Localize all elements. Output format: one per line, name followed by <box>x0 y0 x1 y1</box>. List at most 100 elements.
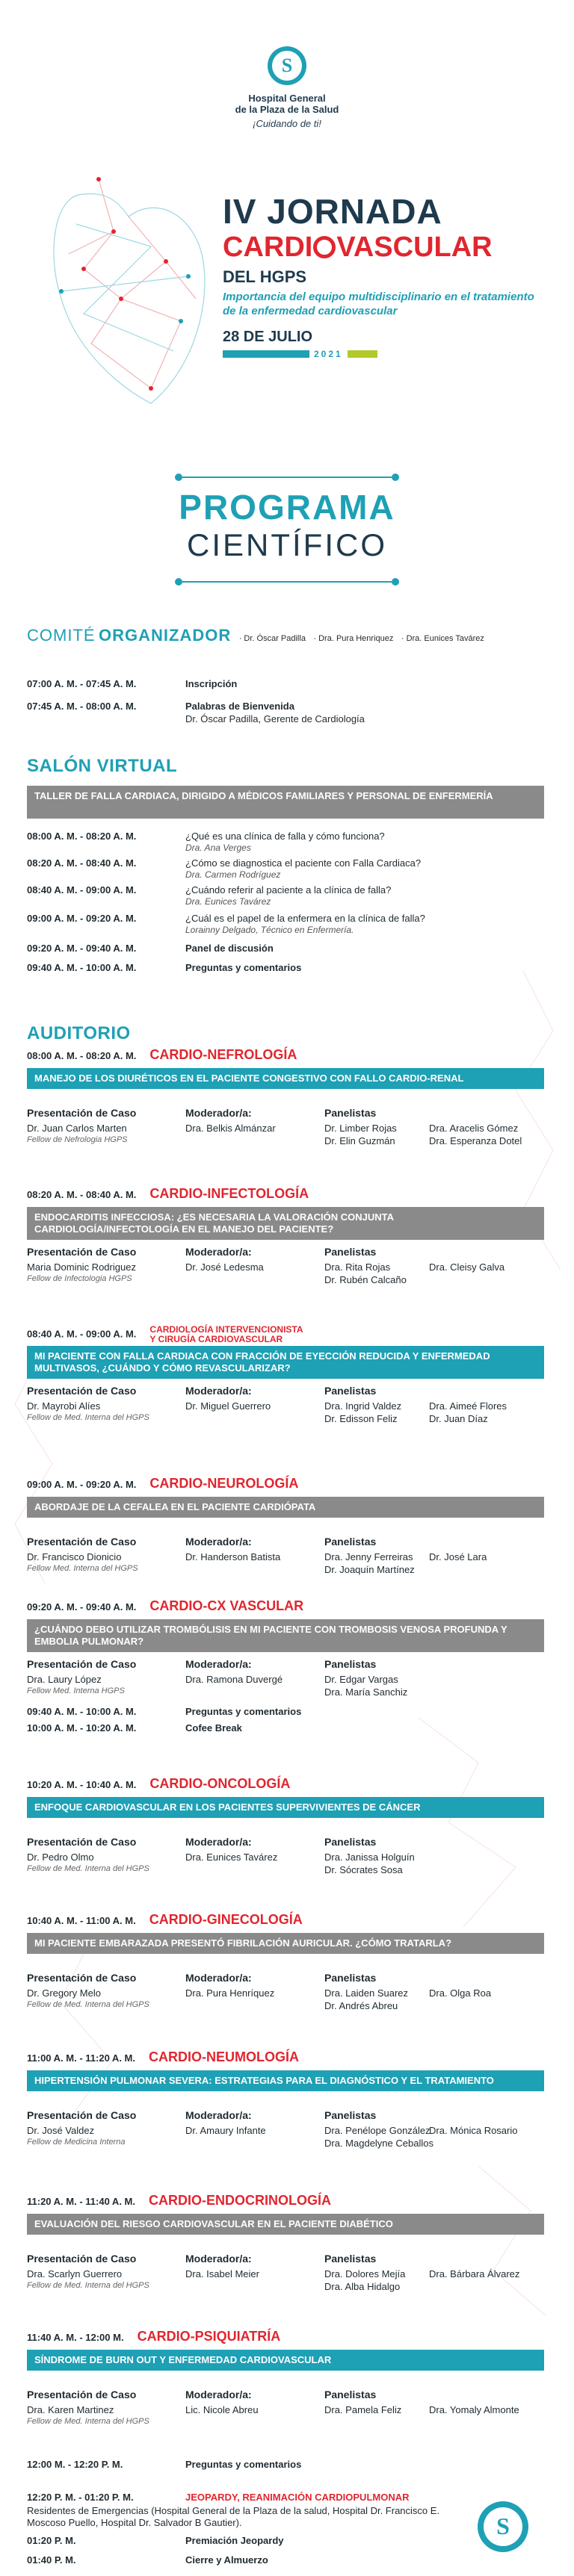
block-time: 08:40 A. M. - 09:00 A. M. <box>27 1328 137 1340</box>
case-presenter: Dra. Laury López <box>27 1674 102 1685</box>
row-time: 08:20 A. M. - 08:40 A. M. <box>27 857 137 869</box>
moderator-column: Moderador/a:Dra. Pura Henríquez <box>185 1972 274 1999</box>
panel-heading: Panelistas <box>324 1385 377 1397</box>
row-time: 01:40 P. M. <box>27 2554 76 2566</box>
comite-label-bold: ORGANIZADOR <box>99 626 232 645</box>
block-header: 10:20 A. M. - 10:40 A. M.CARDIO-ONCOLOGÍ… <box>27 1776 290 1792</box>
block-category: CARDIO-CX VASCULAR <box>149 1598 303 1613</box>
panel-heading: Panelistas <box>324 1536 377 1548</box>
panelist-name: Dr. Edgar Vargas <box>324 1674 398 1685</box>
moderator-heading: Moderador/a: <box>185 1972 252 1984</box>
event-date: 28 DE JULIO <box>223 329 313 345</box>
panelist-name: Dra. Rita Rojas <box>324 1261 391 1273</box>
programa-divider-top <box>182 477 392 478</box>
heart-o-icon <box>313 236 336 258</box>
category-name: PSIQUIATRÍA <box>194 2329 281 2344</box>
moderator-name: Dr. Handerson Batista <box>185 1551 281 1562</box>
panelist-name: Dra. Magdelyne Ceballos <box>324 2138 433 2149</box>
row-activity: Inscripción <box>185 678 238 689</box>
moderator-name: Dra. Isabel Meier <box>185 2268 259 2279</box>
panel-heading: Panelistas <box>324 1836 377 1848</box>
row-time: 08:00 A. M. - 08:20 A. M. <box>27 831 137 842</box>
panelist-name: Dra. Jenny Ferreiras <box>324 1551 413 1562</box>
panelist-name <box>324 2416 429 2429</box>
comite-label: COMITÉ <box>27 626 96 645</box>
moderator-column: Moderador/a: Dra. Isabel Meier <box>185 2253 259 2280</box>
panelist-name: Dra. Aracelis Gómez <box>429 1123 519 1134</box>
case-presenter: Dr. Pedro Olmo <box>27 1852 94 1863</box>
block-category: CARDIO-ENDOCRINOLOGÍA <box>149 2193 331 2208</box>
row-time: 12:00 M. - 12:20 P. M. <box>27 2459 123 2470</box>
category-prefix: CARDIO- <box>148 2049 206 2064</box>
date-bar-right <box>347 350 377 358</box>
svg-text:S: S <box>282 55 292 76</box>
block-category: CARDIO-GINECOLOGÍA <box>149 1912 303 1927</box>
block-header: 08:40 A. M. - 09:00 A. M.CARDIOLOGÍA INT… <box>27 1325 303 1344</box>
block-header: 09:20 A. M. - 09:40 A. M.CARDIO-CX VASCU… <box>27 1598 303 1614</box>
panelist-name: Dr. Rubén Calcaño <box>324 1274 407 1285</box>
moderator-heading: Moderador/a: <box>185 1836 252 1848</box>
panelist-name: Dr. Juan Díaz <box>429 1413 488 1424</box>
panelist-name <box>429 2137 541 2150</box>
row-activity: ¿Cómo se diagnostica el paciente con Fal… <box>185 857 422 869</box>
panelist-name: Dra. Laiden Suarez <box>324 1987 409 1999</box>
block-header: 11:40 A. M. - 12:00 M.CARDIO-PSIQUIATRÍA <box>27 2329 280 2344</box>
moderator-name: Dra. Eunices Tavárez <box>185 1852 278 1863</box>
row-time: 12:20 P. M. - 01:20 P. M. <box>27 2492 134 2503</box>
row-time: 07:00 A. M. - 07:45 A. M. <box>27 678 137 689</box>
panelist-name: Dra. Aimeé Flores <box>429 1400 507 1412</box>
panel-heading: Panelistas <box>324 2109 377 2121</box>
case-heading: Presentación de Caso <box>27 2109 137 2121</box>
jeopardy-desc: Residentes de Emergencias (Hospital Gene… <box>27 2505 440 2528</box>
row-activity: Preguntas y comentarios <box>185 2459 302 2470</box>
panelist-name <box>429 1686 541 1698</box>
case-heading: Presentación de Caso <box>27 1972 137 1984</box>
panelist-name: Dra. Cleisy Galva <box>429 1261 505 1273</box>
programa-subtitle: CIENTÍFICO <box>187 527 387 562</box>
case-heading: Presentación de Caso <box>27 2389 137 2400</box>
panelist-name <box>429 1999 541 2012</box>
row-time: 09:40 A. M. - 10:00 A. M. <box>27 1706 137 1717</box>
moderator-heading: Moderador/a: <box>185 1536 252 1548</box>
category-prefix: CARDIO- <box>148 2193 206 2208</box>
panelist-name <box>429 1673 541 1686</box>
programa-title: PROGRAMA <box>179 488 395 527</box>
panelist-name <box>429 1563 541 1576</box>
moderator-heading: Moderador/a: <box>185 1385 252 1397</box>
category-prefix: CARDIO- <box>149 1047 208 1062</box>
date-bar-left <box>223 350 309 358</box>
case-presenter: Dr. Francisco Dionicio <box>27 1551 122 1562</box>
case-presenter: Dr. Gregory Melo <box>27 1987 101 1999</box>
moderator-column: Moderador/a:Dr. Amaury Infante <box>185 2109 266 2137</box>
moderator-column: Moderador/a:Dr. José Ledesma <box>185 1246 264 1273</box>
moderator-heading: Moderador/a: <box>185 1107 252 1119</box>
category-prefix: CARDIO- <box>149 1598 208 1613</box>
moderator-heading: Moderador/a: <box>185 2253 252 2265</box>
case-presenter: Dra. Scarlyn Guerrero <box>27 2268 123 2279</box>
moderator-name: Dr. Miguel Guerrero <box>185 1400 271 1412</box>
jeopardy-title: JEOPARDY, REANIMACIÓN CARDIOPULMONAR <box>185 2492 410 2503</box>
moderator-column: Moderador/a: Dr. Miguel Guerrero <box>185 1385 271 1412</box>
category-name: NEUMOLOGÍA <box>206 2049 299 2064</box>
moderator-name: Dr. José Ledesma <box>185 1261 264 1273</box>
comite-member: · Dr. Óscar Padilla <box>238 634 306 643</box>
row-activity: Panel de discusión <box>185 943 274 954</box>
block-time: 11:00 A. M. - 11:20 A. M. <box>27 2052 135 2064</box>
case-heading: Presentación de Caso <box>27 1658 137 1670</box>
event-subtitle: DEL HGPS <box>223 267 307 286</box>
